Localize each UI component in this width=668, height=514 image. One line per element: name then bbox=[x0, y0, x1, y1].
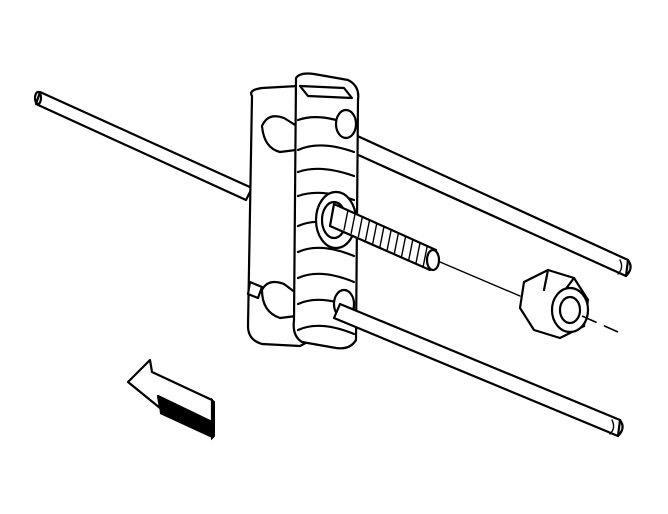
stud-thread bbox=[400, 235, 407, 258]
stud-thread bbox=[357, 215, 364, 238]
stud-thread bbox=[408, 238, 414, 261]
stud-thread bbox=[393, 232, 400, 254]
upper-rod-right bbox=[332, 126, 632, 278]
threaded-stud bbox=[328, 202, 521, 297]
stud-thread bbox=[350, 212, 356, 235]
stud-thread bbox=[415, 242, 421, 264]
flange-nut bbox=[518, 268, 619, 340]
stud-thread bbox=[372, 222, 378, 244]
stud-thread bbox=[379, 225, 385, 248]
upper-rod-left bbox=[33, 90, 254, 202]
stud-thread bbox=[343, 209, 349, 231]
lower-rod-left bbox=[246, 280, 264, 300]
stud-thread bbox=[364, 219, 371, 241]
bracket-clamp bbox=[292, 72, 360, 350]
direction-arrow-icon bbox=[126, 358, 215, 441]
lower-rod-right bbox=[332, 302, 624, 438]
stud-thread bbox=[422, 245, 428, 267]
stud-thread bbox=[386, 229, 392, 251]
